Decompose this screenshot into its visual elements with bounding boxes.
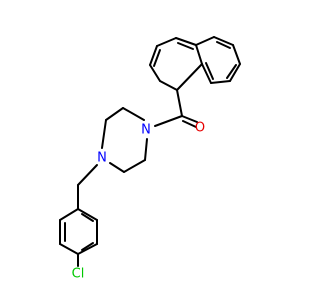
- bond: [216, 41, 231, 49]
- bond: [81, 242, 94, 251]
- piperazine-ring: [101, 107, 148, 173]
- bond: [201, 63, 212, 84]
- bond: [177, 42, 194, 50]
- bond: [109, 162, 125, 173]
- bond: [176, 63, 203, 91]
- bond: [149, 45, 158, 66]
- bond: [232, 44, 241, 65]
- bond: [77, 164, 98, 186]
- chlorine-atom-label: Cl: [72, 267, 85, 282]
- bond: [144, 138, 148, 161]
- oxygen-atom-label: O: [195, 121, 205, 136]
- nitrogen-atom-label-benzyl: N: [97, 151, 107, 166]
- bond: [176, 89, 183, 117]
- bond: [105, 107, 124, 121]
- nitrogen-atom-label-amide: N: [141, 123, 151, 138]
- bond: [181, 115, 198, 123]
- bond: [101, 119, 107, 149]
- naphthalene-ring-b: [195, 36, 241, 84]
- bond: [226, 64, 237, 79]
- bond: [159, 80, 178, 91]
- bond: [175, 37, 197, 46]
- bond: [205, 62, 214, 80]
- bond: [195, 44, 203, 65]
- bond: [59, 208, 79, 221]
- bond: [81, 213, 94, 222]
- bond: [156, 37, 177, 47]
- bond: [213, 36, 234, 46]
- bond: [195, 36, 215, 46]
- bond: [122, 107, 145, 121]
- bond: [153, 49, 161, 67]
- bond: [210, 80, 231, 84]
- bond: [59, 243, 79, 255]
- bond: [149, 64, 161, 82]
- molecule-diagram: O N N Cl: [59, 36, 241, 282]
- bond: [154, 115, 183, 127]
- bond: [77, 243, 98, 255]
- carbonyl-group: [181, 115, 198, 128]
- bond: [123, 159, 146, 173]
- structure-canvas: O N N Cl: [59, 36, 241, 282]
- chlorophenyl-ring: [59, 208, 98, 255]
- naphthalene-ring-a: [149, 37, 203, 91]
- bond: [77, 208, 98, 221]
- bond: [182, 120, 197, 128]
- bond: [229, 63, 241, 82]
